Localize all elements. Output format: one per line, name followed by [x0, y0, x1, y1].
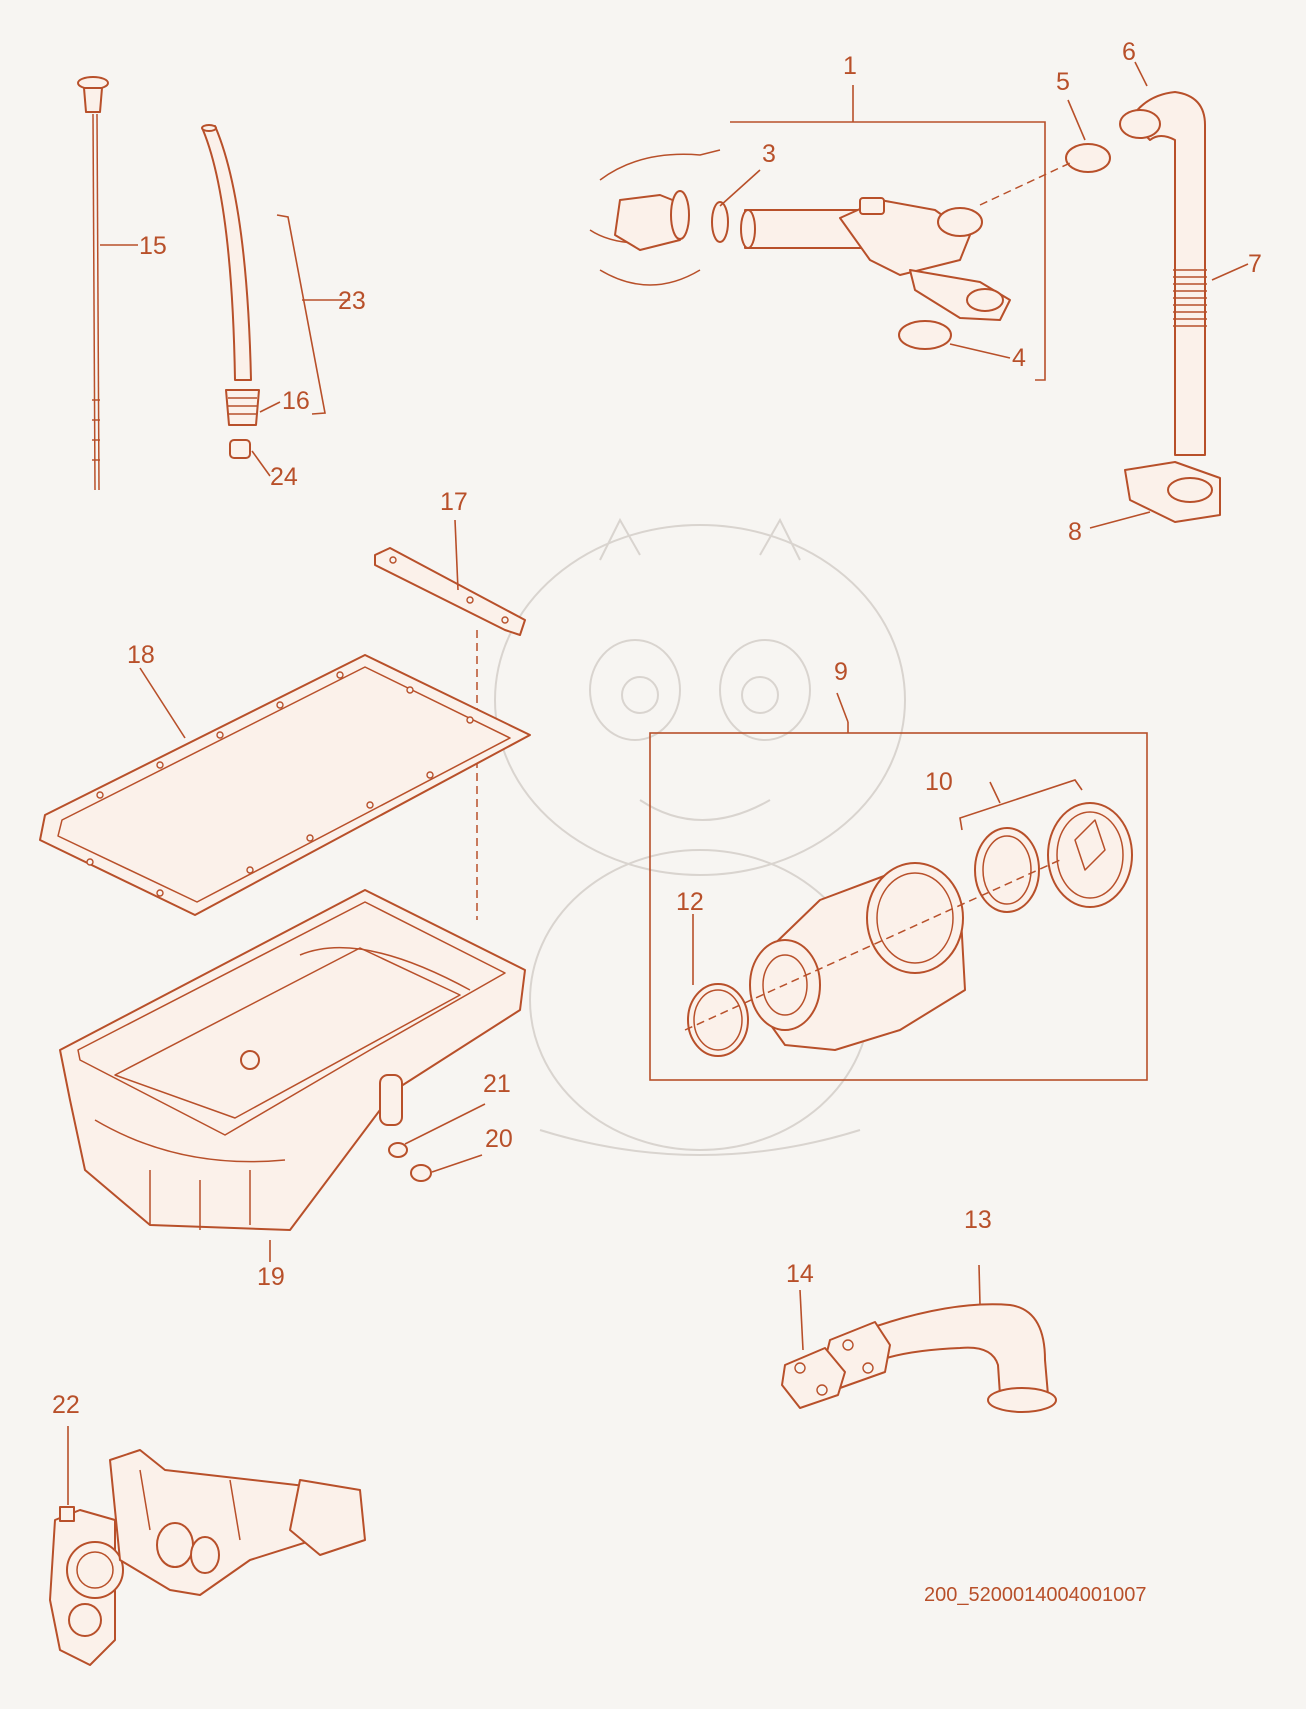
watermark — [494, 517, 906, 1156]
callout-13: 13 — [964, 1206, 992, 1234]
callout-3: 3 — [762, 140, 776, 168]
callout-14: 14 — [786, 1260, 814, 1288]
callout-labels: 1 3 4 5 6 7 8 9 10 12 13 14 15 16 17 18 … — [52, 38, 1262, 1606]
drain-plug-part — [388, 1103, 486, 1182]
callout-1: 1 — [843, 52, 857, 80]
drawing-code: 200_5200014004001007 — [924, 1584, 1146, 1606]
rail-part — [374, 519, 526, 920]
callout-6: 6 — [1122, 38, 1136, 66]
oil-filler-tube-part — [1089, 61, 1249, 529]
callout-18: 18 — [127, 641, 155, 669]
callout-17: 17 — [440, 488, 468, 516]
oil-pump-part — [49, 1426, 366, 1666]
breather-assembly-part — [589, 85, 1111, 381]
callout-24: 24 — [270, 463, 298, 491]
callout-15: 15 — [139, 232, 167, 260]
callout-22: 22 — [52, 1391, 80, 1419]
callout-8: 8 — [1068, 518, 1082, 546]
callout-20: 20 — [485, 1125, 513, 1153]
callout-4: 4 — [1012, 344, 1026, 372]
callout-19: 19 — [257, 1263, 285, 1291]
dipstick-guide-tube-part — [201, 124, 350, 477]
dipstick-part — [77, 76, 138, 491]
callout-16: 16 — [282, 387, 310, 415]
oil-pan-gasket-part — [39, 654, 531, 916]
callout-23: 23 — [338, 287, 366, 315]
callout-21: 21 — [483, 1070, 511, 1098]
callout-10: 10 — [925, 768, 953, 796]
callout-7: 7 — [1248, 250, 1262, 278]
oil-pickup-pipe-part — [781, 1264, 1057, 1413]
callout-9: 9 — [834, 658, 848, 686]
callout-12: 12 — [676, 888, 704, 916]
filler-neck-assembly-part — [649, 692, 1148, 1081]
callout-5: 5 — [1056, 68, 1070, 96]
oil-pan-part — [59, 889, 526, 1262]
